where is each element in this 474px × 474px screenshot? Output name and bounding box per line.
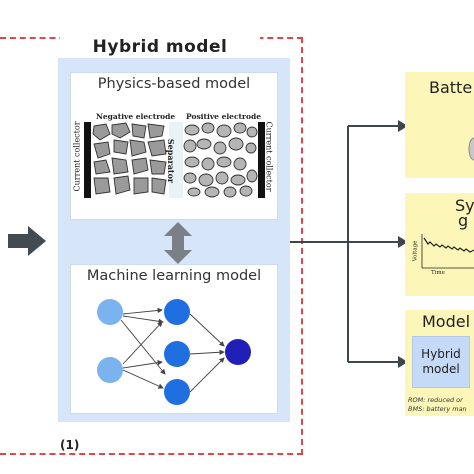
voltage-axis-label: Voltage — [412, 240, 419, 262]
model-panel-title: Model — [422, 312, 471, 331]
bidirectional-arrow-icon — [164, 222, 192, 264]
negative-electrode-label: Negative electrode — [96, 112, 176, 121]
output-node — [225, 339, 251, 365]
current-collector-label-right: Current collector — [264, 121, 274, 192]
hybrid-model-title: Hybrid model — [60, 35, 260, 59]
system-panel-title-line2: g — [458, 211, 469, 230]
battery-panel — [405, 72, 474, 178]
battery-cell-diagram — [84, 122, 265, 198]
hidden-node — [164, 299, 190, 325]
system-panel-title-line1: Sy — [455, 196, 474, 215]
hybrid-mini-line2: model — [422, 362, 460, 376]
hybrid-mini-line1: Hybrid — [421, 347, 461, 361]
hybrid-model-number-label: (1) — [60, 438, 80, 452]
rom-note: ROM: reduced or — [408, 396, 463, 404]
hybrid-model-mini-box: Hybrid model — [412, 336, 470, 388]
positive-electrode-label: Positive electrode — [186, 112, 261, 121]
input-node — [97, 357, 123, 383]
current-collector-label-left: Current collector — [72, 121, 82, 192]
output-connector-arrows — [290, 120, 408, 368]
input-arrow-icon — [8, 226, 46, 256]
hidden-node — [164, 379, 190, 405]
ml-model-title: Machine learning model — [86, 268, 262, 284]
battery-panel-title: Batte — [429, 78, 473, 97]
separator-label: Separator — [166, 138, 177, 184]
bms-note: BMS: battery man — [408, 405, 467, 413]
physics-model-title: Physics-based model — [97, 76, 251, 92]
neural-network-diagram — [97, 299, 251, 405]
input-node — [97, 299, 123, 325]
battery-cell-icon — [468, 137, 474, 161]
time-axis-label: Time — [431, 270, 445, 276]
system-panel — [405, 193, 474, 296]
voltage-time-plot — [421, 234, 474, 269]
hidden-node — [164, 341, 190, 367]
